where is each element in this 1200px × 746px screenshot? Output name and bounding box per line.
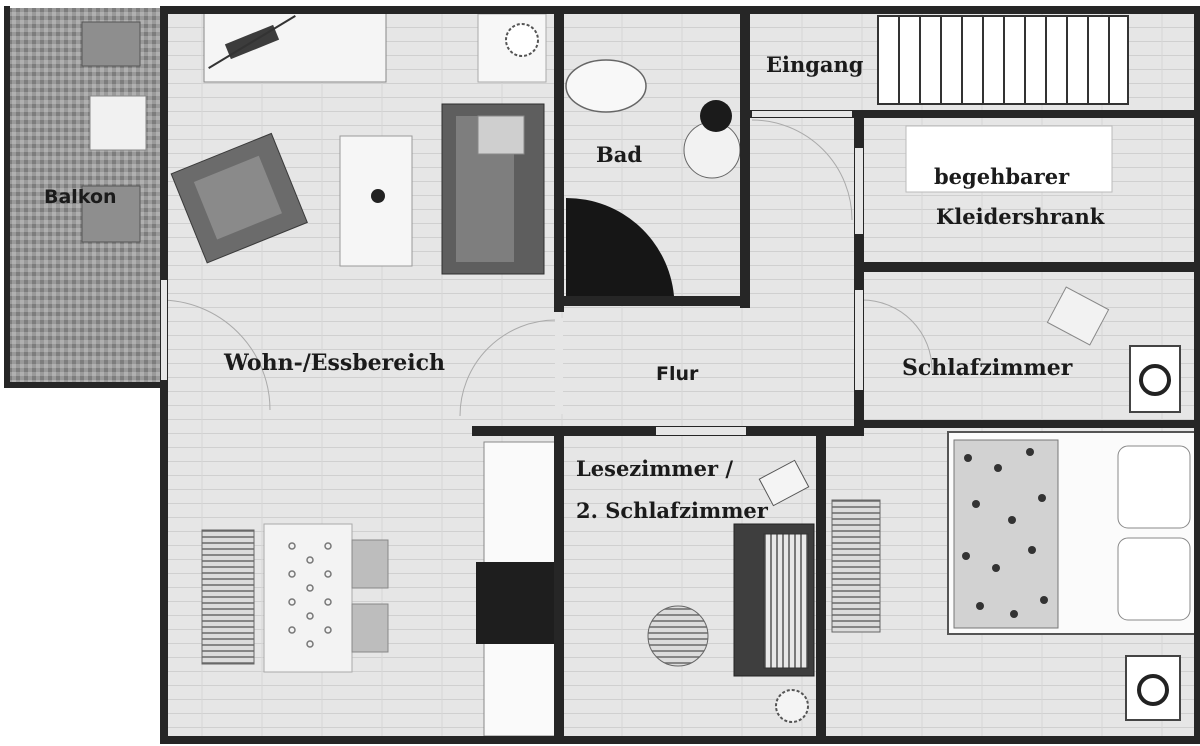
room-label-kleiderschrank-line2: Kleidershrank xyxy=(936,204,1105,229)
plant-icon xyxy=(505,23,539,57)
nightstand xyxy=(1125,655,1181,721)
door-openings xyxy=(161,111,863,435)
room-label-lesezimmer-line1: Lesezimmer / xyxy=(576,456,733,481)
table-runner xyxy=(288,542,332,648)
desk-lamp-icon xyxy=(208,14,296,70)
room-label-flur: Flur xyxy=(656,363,699,385)
closet-shelf xyxy=(905,125,1113,193)
door-swings xyxy=(159,119,933,417)
daybed-cushion xyxy=(763,533,809,669)
blanket-flowers xyxy=(962,448,1048,618)
balcony-table xyxy=(89,95,147,151)
room-label-balkon: Balkon xyxy=(44,186,117,208)
room-label-bad: Bad xyxy=(596,142,642,167)
pillow xyxy=(1117,445,1191,529)
nightstand xyxy=(1129,345,1181,413)
nightstand-lamp-icon xyxy=(1139,364,1171,396)
room-label-kleiderschrank-line1: begehbarer xyxy=(934,164,1070,189)
reading-book-icon xyxy=(758,459,810,507)
room-label-wohnbereich: Wohn-/Essbereich xyxy=(223,350,445,376)
armchair-seat xyxy=(193,155,283,240)
coffee-table-decor-icon xyxy=(371,189,385,203)
balcony-chair xyxy=(81,185,141,243)
pillow xyxy=(1117,537,1191,621)
dining-bench xyxy=(201,529,255,665)
plant-icon xyxy=(775,689,809,723)
room-label-schlafzimmer: Schlafzimmer xyxy=(902,355,1073,381)
bathroom-sink-icon xyxy=(565,59,647,113)
bedroom-rug xyxy=(831,499,881,633)
bed-blanket xyxy=(953,439,1059,629)
nightstand-lamp-icon xyxy=(1137,674,1169,706)
entrance-stairs xyxy=(877,15,1129,105)
dining-table xyxy=(263,523,353,673)
room-label-lesezimmer-line2: 2. Schlafzimmer xyxy=(576,498,769,523)
bedroom-chair xyxy=(1046,286,1110,346)
round-rug xyxy=(647,605,709,667)
room-label-eingang: Eingang xyxy=(766,52,864,77)
dining-chair xyxy=(351,539,389,589)
shower-icon xyxy=(566,197,674,296)
toilet-tank xyxy=(700,100,732,132)
tv-cabinet xyxy=(476,562,554,644)
dining-chair xyxy=(351,603,389,653)
balcony-chair xyxy=(81,21,141,67)
sofa-pillow xyxy=(477,115,525,155)
